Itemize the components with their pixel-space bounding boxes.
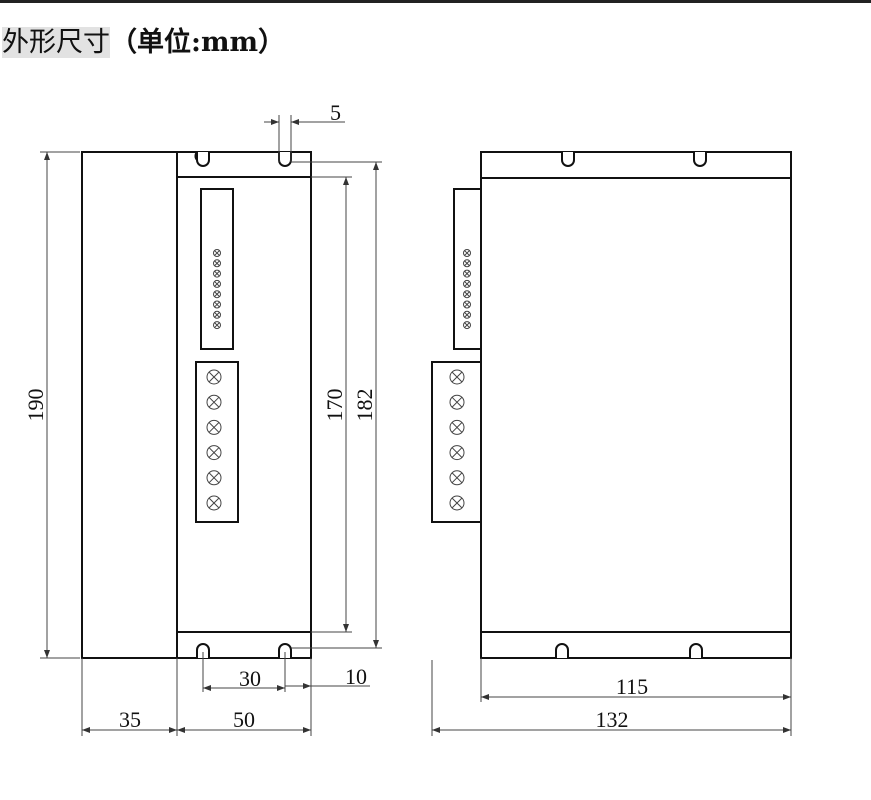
screw-icon	[463, 290, 471, 299]
dim-5: 5	[330, 100, 341, 125]
screw-icon	[213, 290, 221, 299]
notch	[278, 152, 292, 167]
top-rule	[0, 0, 871, 3]
page-title: 外形尺寸（单位:mm）	[2, 20, 285, 59]
screw-icon	[206, 470, 222, 486]
front-view	[81, 151, 312, 659]
screw-icon	[463, 300, 471, 309]
screw-icon	[463, 269, 471, 278]
screw-icon	[206, 495, 222, 511]
notch	[561, 152, 575, 167]
screw-icon	[213, 279, 221, 288]
screw-icon	[213, 249, 221, 257]
screw-icon	[449, 495, 465, 511]
dim-50: 50	[233, 707, 255, 732]
notch	[693, 152, 707, 167]
screw-icon	[206, 419, 222, 435]
screw-icon	[449, 445, 465, 461]
power-terminal-block	[195, 361, 239, 523]
title-unit: （单位:mm）	[110, 27, 286, 58]
notch	[689, 643, 703, 658]
notch	[196, 643, 210, 658]
screw-icon	[463, 249, 471, 257]
screw-icon	[206, 445, 222, 461]
screw-icon	[449, 419, 465, 435]
screw-icon	[463, 259, 471, 268]
notch	[196, 152, 210, 167]
dim-30: 30	[239, 666, 261, 691]
screw-icon	[213, 300, 221, 309]
screw-icon	[449, 394, 465, 410]
signal-connector	[453, 188, 482, 350]
screw-icon	[449, 470, 465, 486]
dimension-lines	[40, 115, 792, 736]
notch	[555, 643, 569, 658]
screw-icon	[213, 321, 221, 330]
dim-115: 115	[616, 674, 648, 699]
screw-icon	[213, 310, 221, 319]
screw-icon	[206, 369, 222, 385]
screw-icons	[206, 249, 471, 511]
dim-10: 10	[345, 664, 367, 689]
dim-190: 190	[23, 389, 48, 422]
screw-icon	[463, 321, 471, 330]
screw-icon	[449, 369, 465, 385]
dim-132: 132	[596, 707, 629, 732]
title-main: 外形尺寸	[2, 27, 110, 58]
screw-icon	[206, 394, 222, 410]
dim-170: 170	[322, 389, 347, 422]
signal-connector	[200, 188, 234, 350]
screw-icon	[213, 269, 221, 278]
screw-icon	[213, 259, 221, 268]
dim-182: 182	[352, 389, 377, 422]
screw-icon	[463, 279, 471, 288]
screw-icon	[463, 310, 471, 319]
side-view	[431, 151, 792, 659]
dim-35: 35	[119, 707, 141, 732]
power-terminal-block	[431, 361, 482, 523]
notch	[278, 643, 292, 658]
